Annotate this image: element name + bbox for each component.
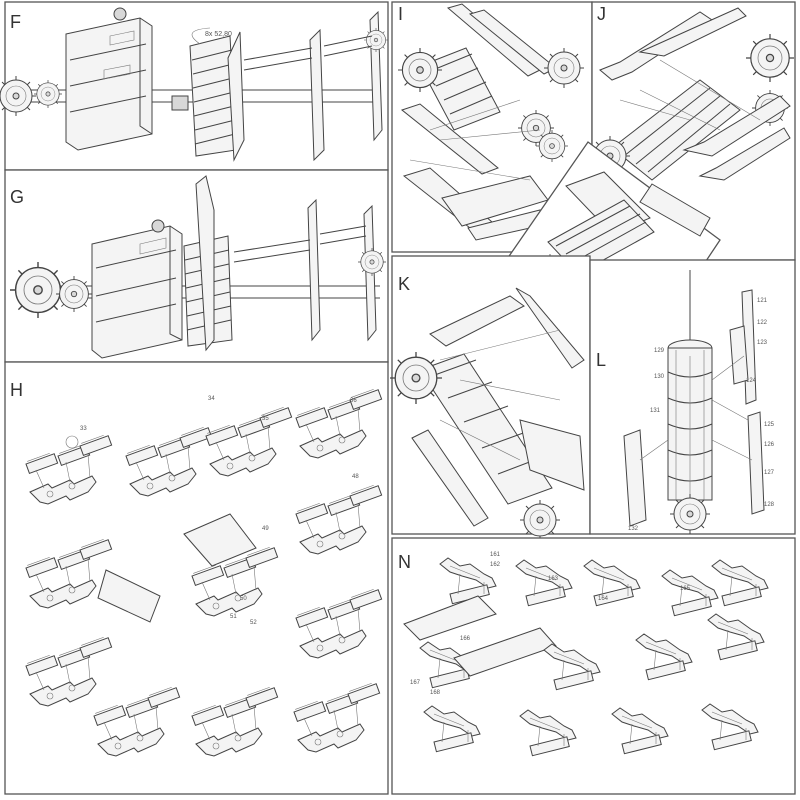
part-number: 161: [490, 552, 501, 558]
flat-plate: [403, 595, 497, 641]
gear-icon: [357, 247, 387, 277]
part-number: 167: [410, 680, 421, 686]
part-number: 48: [352, 474, 359, 480]
part-number: 124: [746, 378, 757, 384]
panel-f-label: F: [10, 12, 21, 32]
part-number: 121: [757, 298, 768, 304]
part-number: 166: [460, 636, 471, 642]
panel-l: L 121 122 123 124 125 126 127 128 129 13…: [589, 259, 796, 535]
panel-i: I: [391, 1, 593, 253]
part-number: 51: [230, 614, 237, 620]
part-number: 125: [764, 422, 775, 428]
part-number: 49: [262, 526, 269, 532]
panel-g: G: [4, 169, 389, 363]
drum-body: [611, 79, 741, 181]
flat-plate: [97, 569, 161, 623]
part-number: 35: [262, 416, 269, 422]
panel-n: N 161 162 163 164 165 166 167 168: [391, 537, 796, 795]
drum-body: [667, 339, 713, 501]
part-number: 168: [430, 690, 441, 696]
part-number: 130: [654, 374, 665, 380]
panel-k-label: K: [398, 274, 410, 294]
gear-icon: [543, 47, 585, 89]
panel-f: F 8x 52,80: [0, 1, 389, 171]
part-number: 34: [208, 396, 215, 402]
drum-body: [65, 7, 153, 151]
gear-icon: [745, 33, 795, 83]
panel-j-label: J: [597, 4, 606, 24]
part-number: 127: [764, 470, 775, 476]
part-number: 52: [250, 620, 257, 626]
part-number: 128: [764, 502, 775, 508]
drum-body: [91, 219, 183, 359]
part-number: 163: [548, 576, 559, 582]
panel-k: K: [389, 255, 591, 541]
part-number: 131: [650, 408, 661, 414]
panel-n-label: N: [398, 552, 411, 572]
part-number: 50: [240, 596, 247, 602]
panel-h-label: H: [10, 380, 23, 400]
gear-icon: [519, 499, 561, 541]
drum-body: [419, 353, 553, 505]
part-number: 123: [757, 340, 768, 346]
part-number: 33: [80, 426, 87, 432]
part-number: 129: [654, 348, 665, 354]
part-number: 36: [350, 398, 357, 404]
callout-dimension: 8x 52,80: [205, 31, 232, 38]
gear-icon: [669, 493, 711, 535]
panel-i-label: I: [398, 4, 403, 24]
panel-h: H 33 34 35 36 48 49 50 51 52: [4, 361, 389, 795]
part-number: 165: [680, 586, 691, 592]
gear-icon: [363, 27, 389, 53]
part-number: 164: [598, 596, 609, 602]
part-number: 162: [490, 562, 501, 568]
flat-plate: [183, 513, 257, 567]
flat-plate: [453, 627, 557, 677]
part-number: 126: [764, 442, 775, 448]
panel-g-label: G: [10, 187, 24, 207]
part-number: 122: [757, 320, 768, 326]
part-number: 132: [628, 526, 639, 532]
gear-icon: [397, 47, 443, 93]
panel-l-label: L: [596, 350, 606, 370]
drum-body: [419, 47, 501, 131]
